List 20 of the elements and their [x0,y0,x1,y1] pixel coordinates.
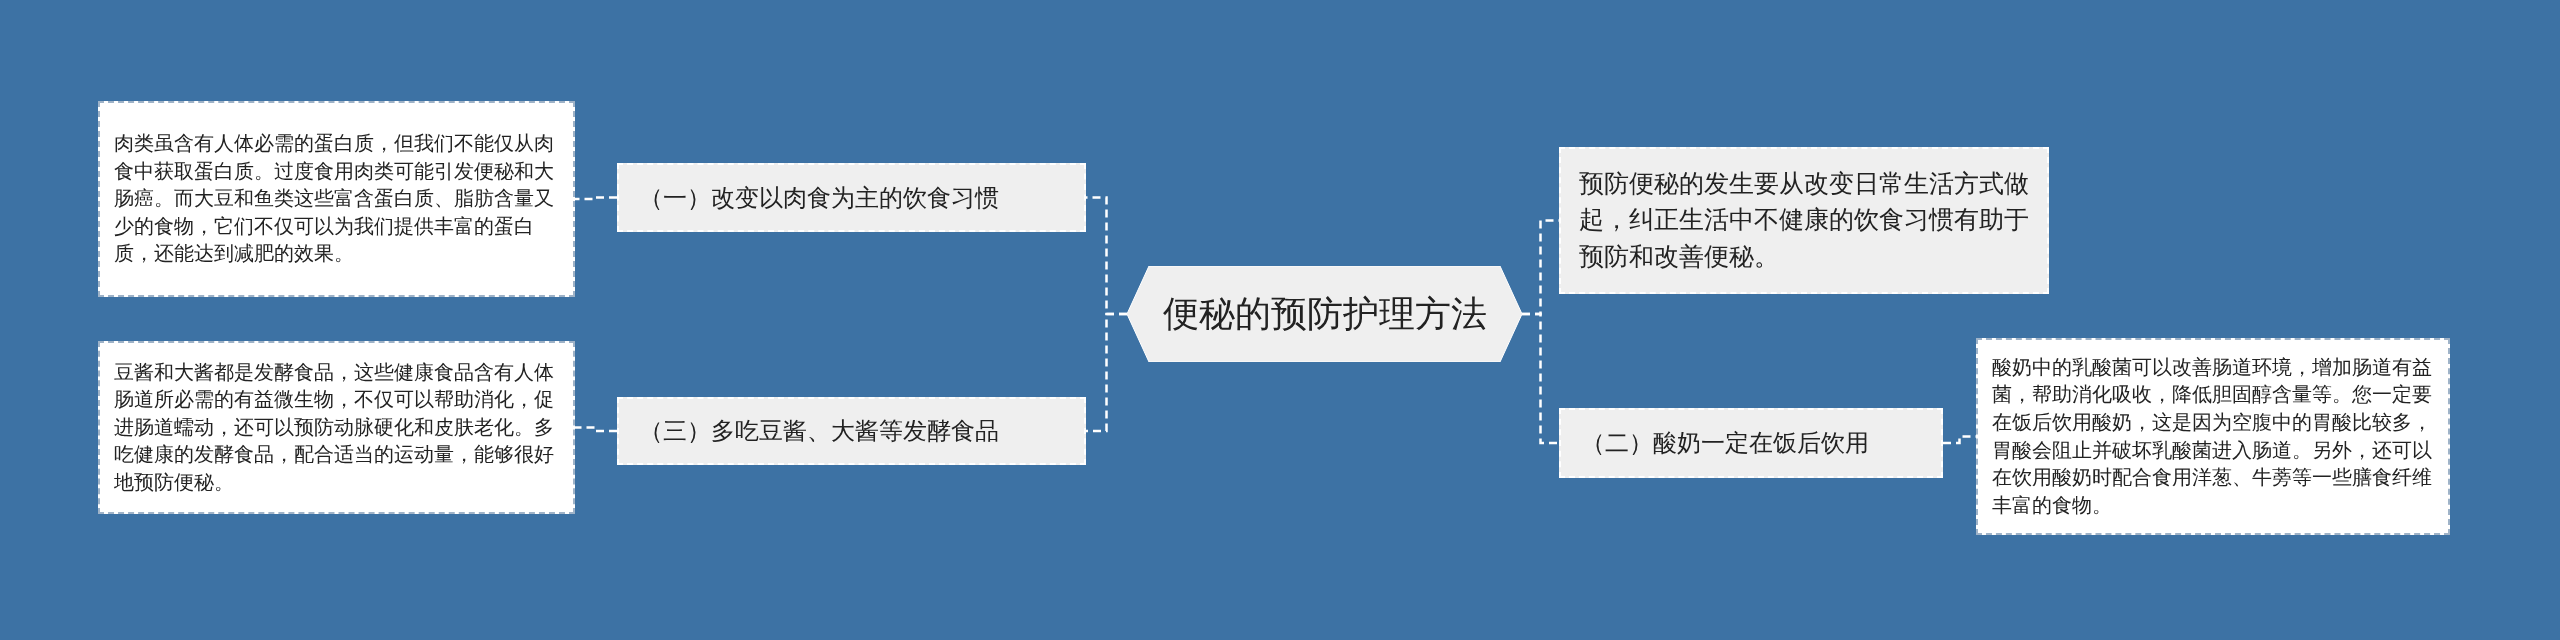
subtopic-box [1559,147,2049,294]
note-card [98,101,575,297]
central-topic [1127,266,1522,362]
connector-line [1086,312,1127,433]
note-card [1976,338,2450,535]
note-text: 豆酱和大酱都是发酵食品，这些健康食品含有人体肠道所必需的有益微生物，不仅可以帮助消化，促进肠道蠕动，还可以预防动脉硬化和皮肤老化。多吃健康的发酵食品，配合适当的运动量，能够很好地预防便秘。 [114,358,555,496]
topic-title: 便秘的预防护理方法 [1162,291,1487,336]
note-text: 酸奶中的乳酸菌可以改善肠道环境，增加肠道有益菌，帮助消化吸收，降低胆固醇含量等。您一定要在饭后饮用酸奶，这是因为空腹中的胃酸比较多，胃酸会阻止并破坏乳酸菌进入肠道。另外，还可以在饮用酸奶时配合食用洋葱、牛蒡等一些膳食纤维丰富的食物。 [1992,353,2433,519]
subtopic-box [617,397,1086,465]
topic-text: （二）酸奶一定在饭后饮用 [1581,428,1869,459]
topic-text: （三）多吃豆酱、大酱等发酵食品 [639,416,999,447]
connector-line [575,426,617,433]
topic-text: （一）改变以肉食为主的饮食习惯 [639,182,999,214]
topic-text: 预防便秘的发生要从改变日常生活方式做起，纠正生活中不健康的饮食习惯有助于预防和改善便秘。 [1579,168,2029,273]
subtopic-box [1559,408,1943,478]
note-text: 肉类虽含有人体必需的蛋白质，但我们不能仅从肉食中获取蛋白质。过度食用肉类可能引发便秘和大肠癌。而大豆和鱼类这些富含蛋白质、脂肪含量又少的食物，它们不仅可以为我们提供丰富的蛋白质，还能达到减肥的效果。 [114,130,555,268]
note-card [98,341,575,514]
connector-line [575,196,617,201]
subtopic-box [617,163,1086,232]
connector-line [1522,312,1559,445]
